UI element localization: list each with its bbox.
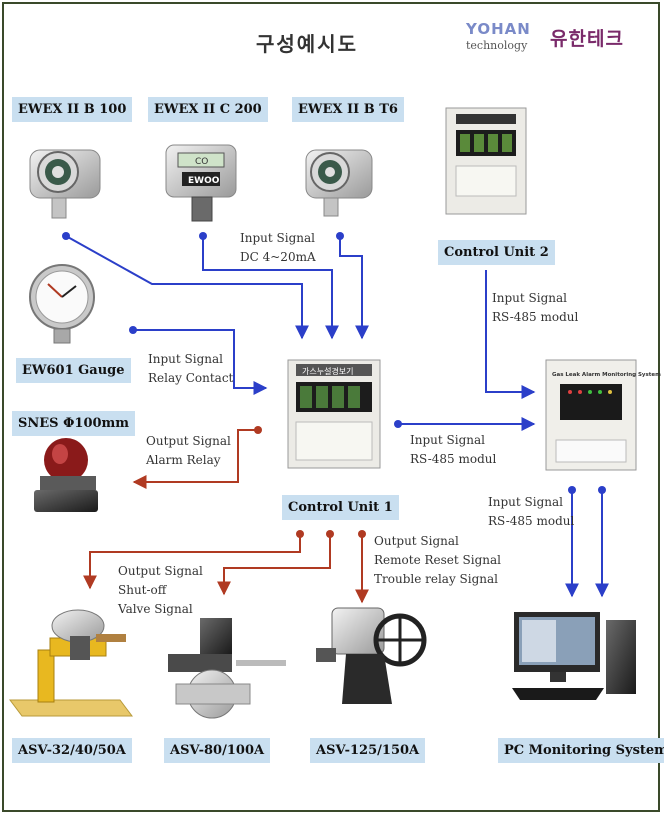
note-reset-output: Output Signal Remote Reset Signal Troubl… [374, 534, 501, 586]
asv-32-valve [9, 609, 133, 717]
label-control-unit-2: Control Unit 2 [438, 240, 555, 265]
alarm-monitoring-unit: Gas Leak Alarm Monitoring System [545, 359, 661, 471]
note-alarm-output: Output Signal Alarm Relay [146, 434, 231, 467]
asv-125-valve [316, 607, 427, 704]
pc-computer [512, 612, 636, 700]
logo-text: YOHAN [466, 20, 531, 38]
note-detector-input: Input Signal DC 4~20mA [240, 231, 316, 264]
input-signal-lines [65, 235, 609, 598]
ewex-b100-detector [29, 149, 101, 219]
company-logo: YOHAN technology 유한테크 [464, 18, 654, 58]
note-cu2-input: Input Signal RS-485 modul [492, 291, 579, 324]
label-ewex-b100: EWEX II B 100 [12, 97, 133, 122]
output-signal-dots [254, 426, 366, 538]
detector-code: CO [195, 157, 208, 167]
label-snes: SNES Φ100mm [12, 411, 136, 436]
control-unit-2-panel [445, 107, 527, 215]
label-ew601-gauge: EW601 Gauge [16, 358, 131, 383]
label-asv-125: ASV-125/150A [310, 738, 426, 763]
label-ewex-c200: EWEX II C 200 [148, 97, 268, 122]
note-cu1-to-monitor: Input Signal RS-485 modul [410, 433, 497, 466]
logo-korean: 유한테크 [550, 28, 624, 50]
note-monitor-to-pc: Input Signal RS-485 modul [488, 495, 575, 528]
label-asv-80: ASV-80/100A [164, 738, 271, 763]
logo-subtext: technology [466, 39, 528, 52]
label-pc-monitoring: PC Monitoring System [498, 738, 664, 763]
ew601-gauge [29, 264, 95, 344]
monitor-title: Gas Leak Alarm Monitoring System [552, 372, 661, 378]
control-unit-1-panel: 가스누설경보기 [287, 359, 381, 469]
label-asv-32: ASV-32/40/50A [12, 738, 132, 763]
ewex-bt6-detector [305, 149, 373, 217]
note-gauge-input: Input Signal Relay Contact [148, 352, 234, 385]
input-signal-dots [62, 232, 606, 494]
page-title: 구성예시도 [256, 32, 358, 56]
asv-80-valve [168, 618, 286, 719]
ewex-c200-detector: CO EWOO [165, 144, 237, 222]
control-unit-title: 가스누설경보기 [302, 366, 354, 376]
label-control-unit-1: Control Unit 1 [282, 495, 399, 520]
output-signal-lines [83, 429, 369, 604]
detector-brand: EWOO [188, 176, 220, 186]
snes-beacon [34, 438, 98, 512]
note-valve-output: Output Signal Shut-off Valve Signal [118, 564, 203, 616]
label-ewex-bt6: EWEX II B T6 [292, 97, 404, 122]
